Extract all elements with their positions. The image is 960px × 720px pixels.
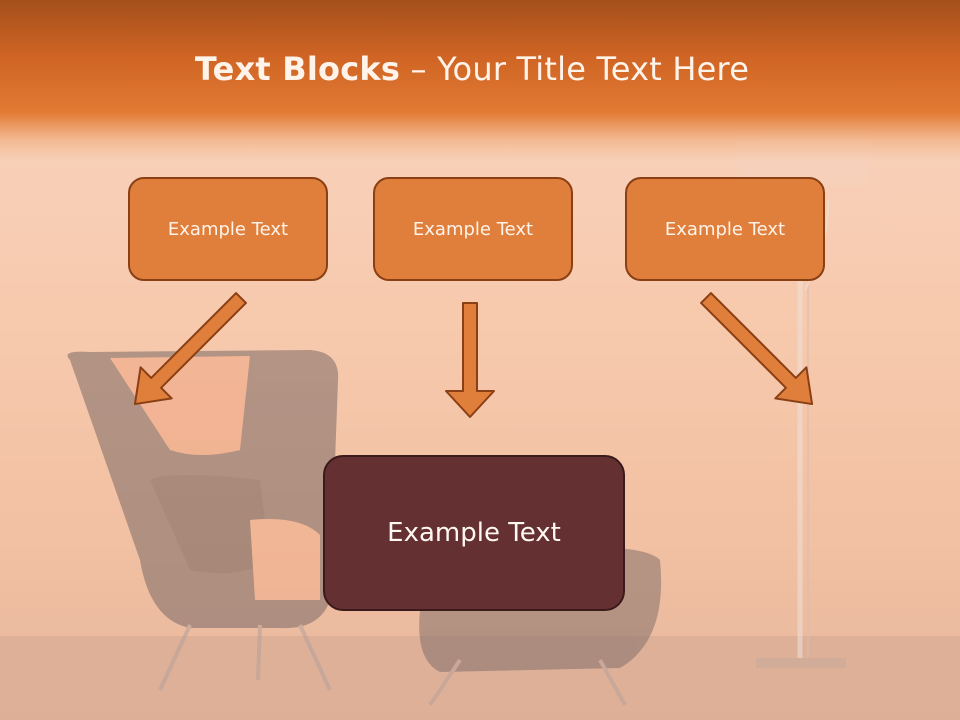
main-text-block-label: Example Text <box>387 518 561 548</box>
arrow-center-icon <box>445 302 495 418</box>
armchair-illustration-icon <box>67 350 339 691</box>
title-bar <box>0 0 960 160</box>
title-rest: Your Title Text Here <box>437 50 750 88</box>
arrow-left-icon <box>133 292 247 406</box>
arrow-right-icon <box>700 292 814 406</box>
text-block-1-label: Example Text <box>167 218 289 240</box>
title-bold: Text Blocks <box>194 50 401 88</box>
text-block-1[interactable]: Example Text <box>128 177 328 281</box>
title-dash: – <box>400 50 438 88</box>
slide-title: Text Blocks – Your Title Text Here <box>0 50 944 88</box>
text-block-3[interactable]: Example Text <box>625 177 825 281</box>
text-block-2[interactable]: Example Text <box>373 177 573 281</box>
text-block-2-label: Example Text <box>412 218 534 240</box>
text-block-3-label: Example Text <box>664 218 786 240</box>
main-text-block[interactable]: Example Text <box>323 455 625 611</box>
